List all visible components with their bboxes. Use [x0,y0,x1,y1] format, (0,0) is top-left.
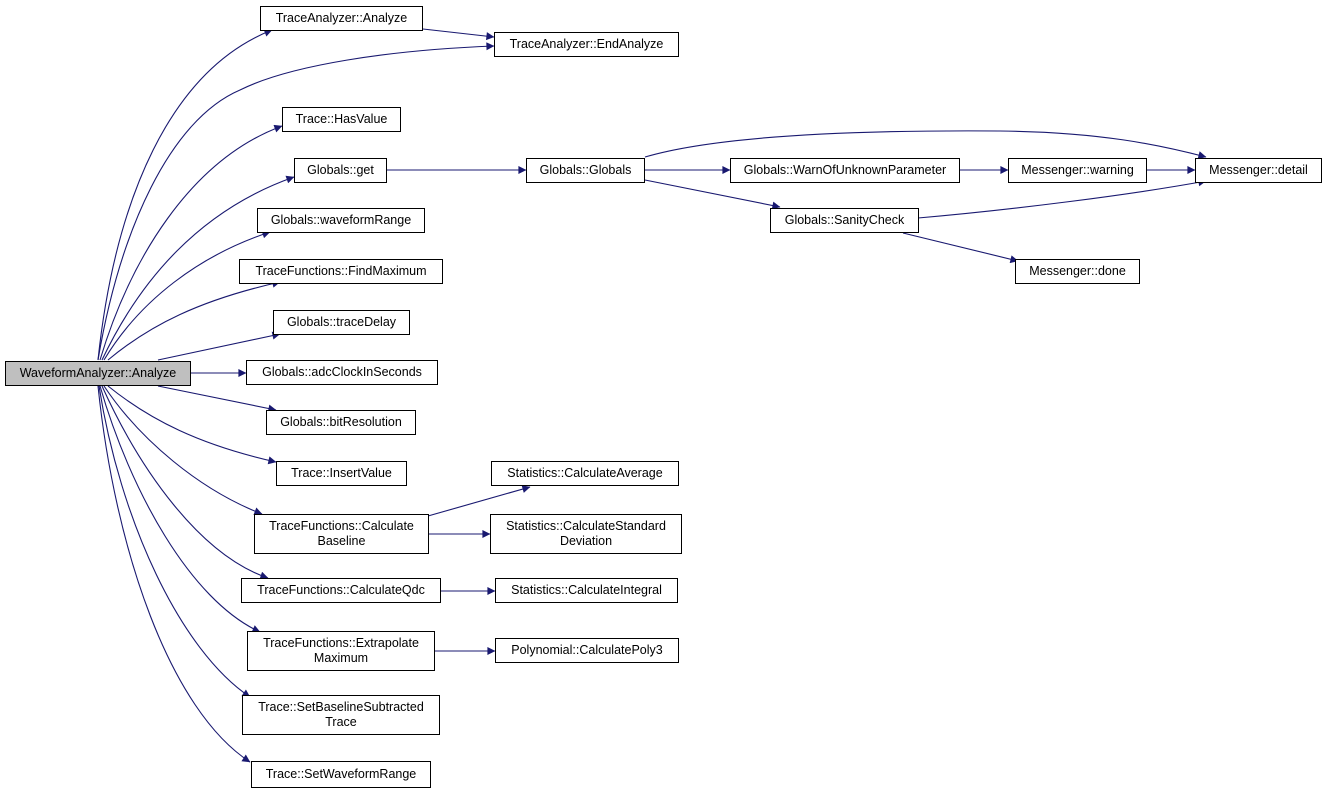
node-label-line-1: TraceFunctions::Extrapolate [263,636,419,650]
node-traceanalyzer-end-analyze[interactable]: TraceAnalyzer::EndAnalyze [494,32,679,57]
node-label: Globals::SanityCheck [784,213,905,227]
node-label: TraceAnalyzer::Analyze [275,11,408,25]
node-label: Statistics::CalculateAverage [507,466,663,480]
node-label: TraceFunctions::FindMaximum [255,264,427,278]
node-label: Statistics::CalculateIntegral [511,583,662,597]
edge-waveform-to-traceanalyzer-analyze [97,29,273,361]
node-label-line-1: Statistics::CalculateStandard [506,519,666,533]
edge-waveform-to-set-waveform-range [97,385,251,763]
node-label-line-1: Trace::SetBaselineSubtracted [258,700,424,714]
node-globals-adc-clock-in-seconds[interactable]: Globals::adcClockInSeconds [246,360,438,385]
node-label: Globals::get [307,163,374,177]
edge-waveform-to-globals-get [101,175,295,361]
node-globals-trace-delay[interactable]: Globals::traceDelay [273,310,410,335]
edge-waveform-to-calculate-baseline [103,385,263,515]
edge-sanity-check-to-messenger-done [902,232,1019,264]
node-label: Globals::bitResolution [280,415,402,429]
node-label: Trace::HasValue [295,112,388,126]
edge-traceanalyzer-analyze-to-end-analyze [422,28,495,41]
node-label: Globals::waveformRange [270,213,412,227]
node-waveform-analyze[interactable]: WaveformAnalyzer::Analyze [5,361,191,386]
edge-waveform-to-has-value [99,124,283,361]
node-label: Messenger::warning [1021,163,1134,177]
node-globals-sanity-check[interactable]: Globals::SanityCheck [770,208,919,233]
node-polynomial-calculate-poly3[interactable]: Polynomial::CalculatePoly3 [495,638,679,663]
node-label: Globals::WarnOfUnknownParameter [743,163,947,177]
node-globals-globals[interactable]: Globals::Globals [526,158,645,183]
edge-waveform-to-waveform-range [103,230,271,361]
node-label-line-2: Maximum [313,651,369,665]
node-messenger-done[interactable]: Messenger::done [1015,259,1140,284]
node-label: Globals::Globals [539,163,632,177]
node-trace-set-waveform-range[interactable]: Trace::SetWaveformRange [251,761,431,788]
node-label: Messenger::detail [1209,163,1308,177]
node-globals-bit-resolution[interactable]: Globals::bitResolution [266,410,416,435]
node-trace-has-value[interactable]: Trace::HasValue [282,107,401,132]
edge-waveform-to-calculate-qdc [101,385,269,580]
node-label: TraceFunctions::CalculateQdc [257,583,425,597]
node-traceanalyzer-analyze[interactable]: TraceAnalyzer::Analyze [260,6,423,31]
edge-waveform-to-find-maximum [107,279,281,361]
node-label: Trace::InsertValue [291,466,392,480]
node-label-line-2: Baseline [317,534,366,548]
node-trace-insert-value[interactable]: Trace::InsertValue [276,461,407,486]
node-label: Trace::SetWaveformRange [265,767,417,781]
node-label: TraceAnalyzer::EndAnalyze [509,37,664,51]
node-messenger-warning[interactable]: Messenger::warning [1008,158,1147,183]
edge-waveform-to-extrapolate-maximum [99,385,261,633]
node-label-line-1: TraceFunctions::Calculate [269,519,414,533]
edge-waveform-to-end-analyze [97,42,495,361]
node-globals-warn-of-unknown-parameter[interactable]: Globals::WarnOfUnknownParameter [730,158,960,183]
node-statistics-calculate-integral[interactable]: Statistics::CalculateIntegral [495,578,678,603]
edge-waveform-to-insert-value [107,385,277,465]
node-tracefunctions-calculate-qdc[interactable]: TraceFunctions::CalculateQdc [241,578,441,603]
node-tracefunctions-find-maximum[interactable]: TraceFunctions::FindMaximum [239,259,443,284]
node-label-line-2: Deviation [559,534,613,548]
node-statistics-calculate-average[interactable]: Statistics::CalculateAverage [491,461,679,486]
edge-waveform-to-set-baseline-subtracted [98,385,251,698]
node-label: Globals::adcClockInSeconds [262,365,422,379]
node-messenger-detail[interactable]: Messenger::detail [1195,158,1322,183]
edge-sanity-check-to-detail [917,178,1207,219]
node-label: WaveformAnalyzer::Analyze [19,366,177,380]
node-label: Globals::traceDelay [286,315,397,329]
edge-waveform-to-trace-delay [157,331,281,361]
edge-calculate-baseline-to-average [427,485,531,517]
node-globals-get[interactable]: Globals::get [294,158,387,183]
edge-globals-globals-to-detail [644,130,1207,159]
node-label-line-2: Trace [325,715,357,729]
node-label: Polynomial::CalculatePoly3 [511,643,663,657]
node-globals-waveform-range[interactable]: Globals::waveformRange [257,208,425,233]
edge-waveform-to-bit-resolution [157,385,277,413]
edge-globals-globals-to-sanity-check [644,179,781,210]
node-label: Messenger::done [1029,264,1126,278]
